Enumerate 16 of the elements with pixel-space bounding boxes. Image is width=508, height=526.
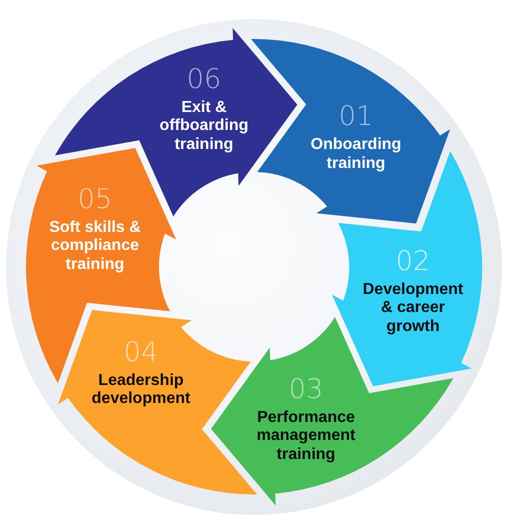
arrow-segment — [55, 28, 298, 217]
step-label: Development & career growth — [362, 280, 464, 336]
step-number: 01 — [338, 103, 374, 131]
step-number: 04 — [124, 338, 158, 367]
step-label: Performance management training — [256, 408, 356, 464]
step-label: Exit & offboarding training — [158, 98, 250, 154]
arrow-segment — [58, 310, 257, 495]
step-number: 03 — [288, 376, 324, 404]
step-number: 05 — [78, 186, 112, 214]
step-label: Soft skills & compliance training — [48, 218, 142, 274]
arrow-segment — [251, 39, 450, 224]
step-label: Leadership development — [90, 372, 192, 409]
step-label: Onboarding training — [310, 136, 402, 173]
arrow-segment — [210, 317, 453, 506]
step-number: 02 — [396, 248, 430, 276]
step-number: 06 — [186, 66, 222, 94]
